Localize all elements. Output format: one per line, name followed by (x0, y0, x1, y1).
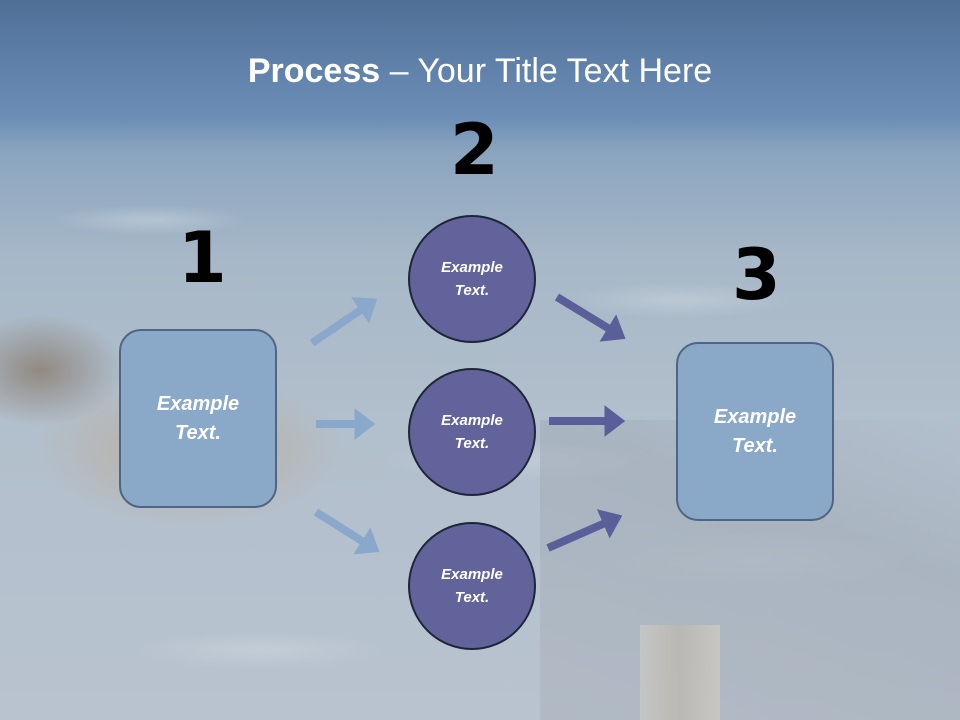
circle-top-label-line2: Text. (454, 282, 490, 299)
step-1-label-line2: Text. (175, 421, 221, 444)
step-1-label-line1: Example (156, 392, 240, 415)
circle-bottom-label-line1: Example (441, 566, 503, 583)
step-3-label-line2: Text. (732, 434, 778, 457)
step-1-box: Example Text. (119, 329, 277, 508)
step-number-1: 1 (178, 217, 227, 299)
step-number-3: 3 (732, 234, 781, 316)
arrow-from-circle-top (554, 293, 626, 342)
slide-title: Process – Your Title Text Here (0, 52, 960, 91)
step-2-circle-bottom: Example Text. (408, 522, 536, 650)
circle-middle-label-line2: Text. (454, 435, 490, 452)
title-bold: Process (247, 52, 381, 90)
boat-post-image (640, 625, 720, 720)
arrow-from-circle-bottom (546, 509, 623, 552)
step-number-2: 2 (450, 109, 499, 191)
circle-middle-label-line1: Example (441, 412, 503, 429)
circle-top-label-line1: Example (441, 259, 503, 276)
step-2-circle-middle: Example Text. (408, 368, 536, 496)
title-rest: – Your Title Text Here (380, 52, 713, 90)
step-3-label-line1: Example (713, 405, 797, 428)
arrow-to-circle-bottom (313, 508, 380, 555)
step-2-circle-top: Example Text. (408, 215, 536, 343)
arrow-to-circle-top (309, 297, 378, 347)
circle-bottom-label-line2: Text. (454, 589, 490, 606)
step-3-box: Example Text. (676, 342, 834, 521)
